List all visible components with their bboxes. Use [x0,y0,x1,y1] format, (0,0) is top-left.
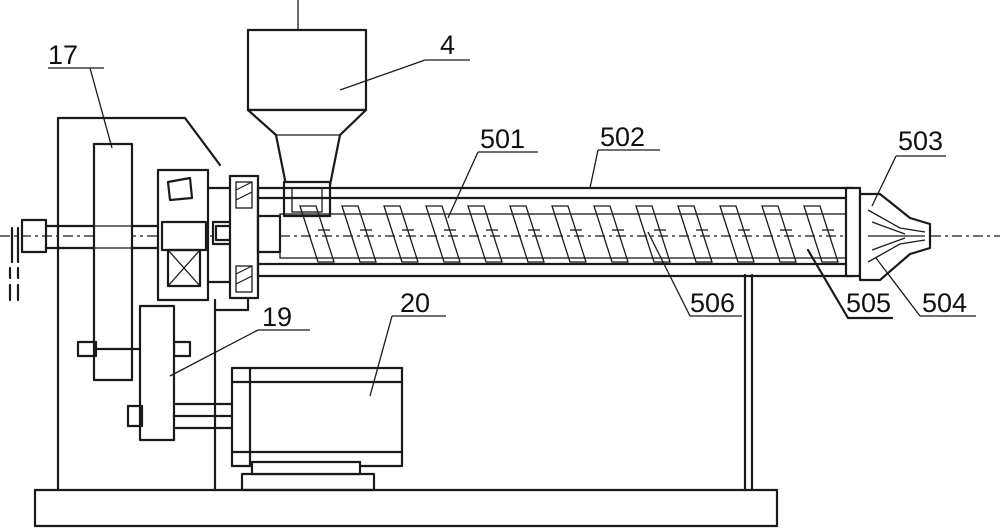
screw-flight [425,205,461,263]
leader-lines [48,59,976,397]
label-502: 502 [600,122,645,152]
label-17: 17 [48,40,78,70]
screw-flight [761,205,797,263]
screw-flight [341,205,377,263]
screw-flight [803,205,839,263]
barrel-502 [256,186,1000,278]
label-19: 19 [262,302,292,332]
label-501: 501 [480,124,525,154]
base-plate [33,472,779,528]
label-504: 504 [922,288,967,318]
label-505: 505 [846,288,891,318]
label-506: 506 [690,288,735,318]
screw-flight [593,205,629,263]
screw-flight [677,205,713,263]
screw-flight [719,205,755,263]
motor-20 [174,366,404,476]
screw-flight [635,205,671,263]
part-labels: 17 4 501 502 503 19 20 506 505 504 [48,30,967,332]
screw-flight [551,205,587,263]
screw-flight [509,205,545,263]
screw-flight [383,205,419,263]
die-head-503 [844,186,932,282]
screw-flight [299,205,335,263]
hopper-4 [246,0,368,218]
screw-flight [467,205,503,263]
label-20: 20 [400,288,430,318]
screw-501 [279,205,881,263]
label-503: 503 [898,126,943,156]
pulley-19 [126,304,234,442]
label-4: 4 [440,30,455,60]
bearing-housing [228,174,282,300]
pulley-17 [92,142,162,382]
